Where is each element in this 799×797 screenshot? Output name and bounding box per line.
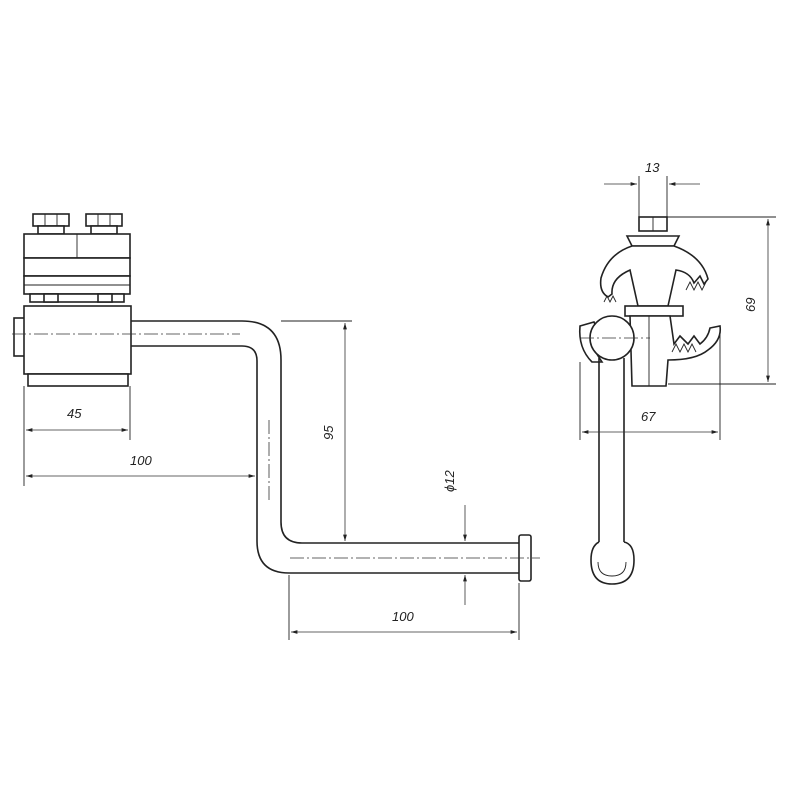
dim-front-offset-top: 100: [23, 440, 258, 486]
side-rod: [578, 315, 650, 585]
side-jaw-lower: [629, 315, 722, 387]
front-clamp-lower: [13, 305, 132, 387]
dim-front-clamp-width: 45: [23, 386, 131, 440]
side-jaw-upper: [599, 245, 709, 307]
dim-label-69: 69: [743, 298, 758, 312]
dim-front-lower-length: 100: [288, 575, 520, 640]
dim-label-95: 95: [321, 425, 336, 440]
dim-side-height: 69: [667, 216, 776, 385]
dim-label-13: 13: [645, 160, 660, 175]
dim-label-100-bottom: 100: [392, 609, 414, 624]
front-clamp-upper: [23, 233, 131, 303]
side-view: 13 69 67: [578, 160, 776, 585]
front-bolt-right: [85, 213, 123, 235]
dim-label-100-top: 100: [130, 453, 152, 468]
dim-label-45: 45: [67, 406, 82, 421]
dim-label-phi12: ϕ12: [442, 470, 457, 492]
dim-front-vertical-drop: 95: [281, 320, 352, 544]
side-center-plate: [624, 305, 684, 317]
dim-side-bolt-width: 13: [604, 160, 700, 217]
dim-side-width: 67: [579, 330, 721, 440]
dim-rod-diameter: ϕ12: [442, 470, 467, 605]
front-view: 45 100 95 ϕ12 100: [12, 213, 540, 640]
front-bolt-left: [32, 213, 70, 235]
dim-label-67: 67: [641, 409, 656, 424]
